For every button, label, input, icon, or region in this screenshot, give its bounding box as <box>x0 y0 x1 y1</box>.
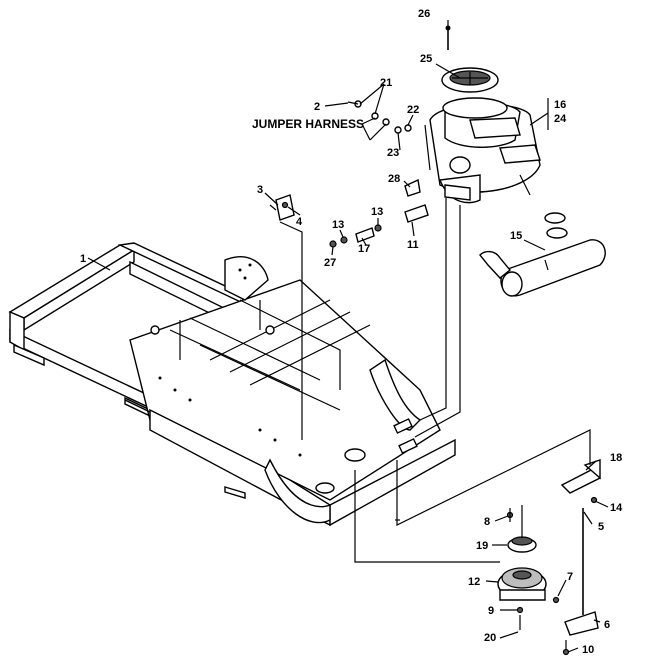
callout-1: 1 <box>80 253 86 265</box>
electric-clutch <box>497 567 547 601</box>
callout-7: 7 <box>567 571 573 583</box>
callout-8: 8 <box>484 516 490 528</box>
jumper-harness-label: JUMPER HARNESS <box>252 117 364 131</box>
callout-14: 14 <box>610 502 623 514</box>
clutch-stop-rod <box>564 508 599 636</box>
callout-19: 19 <box>476 540 488 552</box>
callout-4: 4 <box>296 216 303 228</box>
clutch-bracket <box>560 459 601 494</box>
fuel-line-parts <box>329 204 429 248</box>
callout-16: 16 <box>554 99 566 111</box>
callout-9: 9 <box>488 605 494 617</box>
harness-connector-parts <box>347 100 412 134</box>
callout-6: 6 <box>604 619 610 631</box>
callout-22: 22 <box>407 104 419 116</box>
callout-18: 18 <box>610 452 622 464</box>
callout-25: 25 <box>420 53 432 65</box>
muffler <box>479 212 606 297</box>
pulley <box>507 536 537 553</box>
callout-10: 10 <box>582 644 594 656</box>
callout-26: 26 <box>418 8 430 20</box>
callout-13b: 13 <box>371 206 383 218</box>
leader-lines <box>87 20 609 653</box>
callout-12: 12 <box>468 576 480 588</box>
mower-frame <box>8 242 456 527</box>
callout-24: 24 <box>554 113 567 125</box>
engine <box>424 97 541 204</box>
fuel-fitting <box>404 178 421 197</box>
callout-13a: 13 <box>332 219 344 231</box>
hardware-bolts <box>506 496 598 656</box>
callout-5: 5 <box>598 521 604 533</box>
callout-17: 17 <box>358 243 370 255</box>
switch-assembly <box>269 194 295 221</box>
callout-21: 21 <box>380 77 392 89</box>
callout-15: 15 <box>510 230 522 242</box>
callout-28: 28 <box>388 173 400 185</box>
callout-11: 11 <box>407 239 419 251</box>
routing-lines <box>279 198 591 563</box>
callout-20: 20 <box>484 632 496 644</box>
callout-3: 3 <box>257 184 263 196</box>
callout-23: 23 <box>387 147 399 159</box>
callout-2: 2 <box>314 101 320 113</box>
air-cleaner-bolt <box>445 25 451 50</box>
callout-27: 27 <box>324 257 336 269</box>
air-cleaner-cover <box>441 67 499 93</box>
